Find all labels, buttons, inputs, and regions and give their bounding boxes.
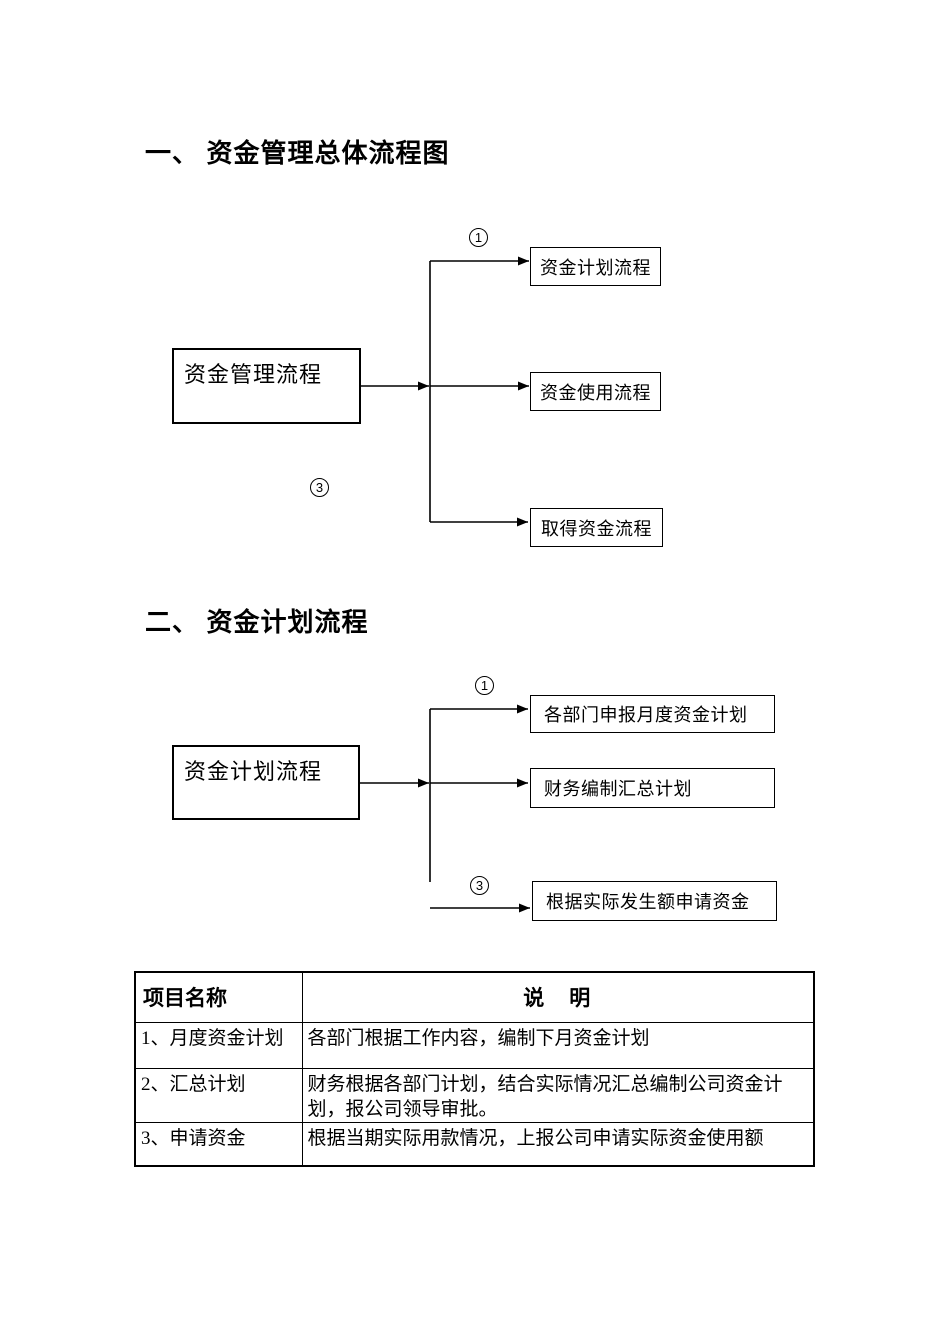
cell-item-name: 1、月度资金计划 <box>134 1021 303 1069</box>
explanation-table: 项目名称 说 明 1、月度资金计划 各部门根据工作内容，编制下月资金计划 2、汇… <box>134 971 815 1167</box>
fc1-branch-box-obtain: 取得资金流程 <box>530 508 663 547</box>
section-1-heading: 一、 资金管理总体流程图 <box>145 139 450 168</box>
section-2-heading: 二、 资金计划流程 <box>145 608 369 637</box>
fc1-circled-number-1-icon: 1 <box>469 228 488 247</box>
table-row: 2、汇总计划 财务根据各部门计划，结合实际情况汇总编制公司资金计划，报公司领导审… <box>134 1067 815 1123</box>
fc1-branch-box-use: 资金使用流程 <box>530 372 661 411</box>
fc1-root-box: 资金管理流程 <box>172 348 361 424</box>
fc2-circled-number-1-icon: 1 <box>475 676 494 695</box>
header-description: 说 明 <box>301 971 815 1023</box>
table-header-row: 项目名称 说 明 <box>134 971 815 1023</box>
fc1-branch-box-plan: 资金计划流程 <box>530 247 661 286</box>
fc2-branch-box-summary-plan: 财务编制汇总计划 <box>530 768 775 808</box>
cell-item-desc: 各部门根据工作内容，编制下月资金计划 <box>301 1021 815 1069</box>
explanation-table-container: 项目名称 说 明 1、月度资金计划 各部门根据工作内容，编制下月资金计划 2、汇… <box>134 971 815 1167</box>
table-row: 3、申请资金 根据当期实际用款情况，上报公司申请实际资金使用额 <box>134 1121 815 1167</box>
cell-item-desc: 财务根据各部门计划，结合实际情况汇总编制公司资金计划，报公司领导审批。 <box>301 1067 815 1123</box>
fc2-branch-box-apply-funds: 根据实际发生额申请资金 <box>532 881 777 921</box>
header-item-name: 项目名称 <box>134 971 303 1023</box>
cell-item-name: 3、申请资金 <box>134 1121 303 1167</box>
fc2-branch-box-monthly-plan: 各部门申报月度资金计划 <box>530 695 775 733</box>
cell-item-name: 2、汇总计划 <box>134 1067 303 1123</box>
cell-item-desc: 根据当期实际用款情况，上报公司申请实际资金使用额 <box>301 1121 815 1167</box>
fc1-circled-number-3-icon: 3 <box>310 478 329 497</box>
table-row: 1、月度资金计划 各部门根据工作内容，编制下月资金计划 <box>134 1021 815 1069</box>
fc2-root-box: 资金计划流程 <box>172 745 360 820</box>
fc2-circled-number-3-icon: 3 <box>470 876 489 895</box>
